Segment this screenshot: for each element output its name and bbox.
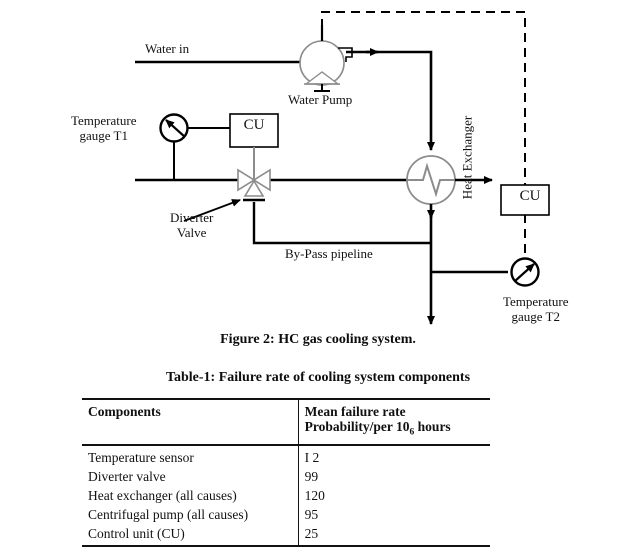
table-cell-rate: 95 (304, 506, 319, 522)
table-cell-rate: I 2 (304, 449, 320, 465)
diagram-canvas (135, 11, 550, 325)
table-cell-component: Diverter valve (82, 466, 299, 486)
control-unit-right-box (500, 184, 550, 216)
label-diverter-valve-line2: Valve (176, 225, 207, 240)
label-temperature-gauge-t1-line1: Temperature (71, 113, 137, 128)
diverter-valve-pointer-arrow (183, 199, 241, 222)
label-heat-exchanger: Heat Exchanger (459, 115, 475, 200)
label-control-unit-left: CU (243, 117, 265, 133)
table-cell-rate: 25 (304, 525, 319, 541)
table-row: Diverter valve 99 (82, 466, 490, 486)
diverter-valve-symbol (237, 166, 271, 202)
label-diverter-valve: Diverter Valve (170, 210, 213, 240)
table-header-rate-line2-suffix: hours (414, 419, 451, 434)
table-cell-component: Centrifugal pump (all causes) (82, 504, 299, 524)
temperature-gauge-t2-symbol (510, 257, 540, 287)
label-water-pump: Water Pump (288, 92, 353, 107)
label-bypass-pipeline: By-Pass pipeline (285, 246, 373, 261)
table-header-rate-line2-prefix: Probability/per 10 (304, 419, 410, 434)
table-header-rate-exponent: 6 (409, 427, 415, 438)
label-temperature-gauge-t1: Temperature gauge T1 (71, 113, 137, 143)
water-pump-symbol (299, 25, 353, 92)
outlet-riser-pipe (427, 204, 508, 325)
table-row: Centrifugal pump (all causes) 95 (82, 504, 490, 524)
table-cell-component: Control unit (CU) (82, 523, 299, 546)
table-row: Temperature sensor I 2 (82, 444, 490, 467)
heat-exchanger-symbol (406, 155, 456, 205)
table-header-row: Components Mean failure rate Probability… (82, 399, 490, 445)
label-diverter-valve-line1: Diverter (170, 210, 214, 225)
figure-caption: Figure 2: HC gas cooling system. (220, 332, 416, 347)
label-control-unit-right: CU (519, 188, 541, 204)
pump-discharge-pipe (346, 48, 435, 151)
bypass-pipeline (252, 202, 431, 245)
table-header-mean-failure-rate: Mean failure rate Probability/per 106 ho… (298, 399, 490, 445)
table-caption: Table-1: Failure rate of cooling system … (165, 370, 471, 385)
table-row: Control unit (CU) 25 (82, 523, 490, 546)
table-header: Components Mean failure rate Probability… (82, 399, 490, 445)
table-cell-rate: 99 (304, 468, 319, 484)
label-temperature-gauge-t2: Temperature gauge T2 (503, 294, 569, 324)
cooling-system-diagram: Water in Water Pump Temperature gauge T1… (71, 11, 569, 325)
table-header-rate-line1: Mean failure rate (304, 404, 406, 419)
table-header-components: Components (82, 399, 299, 445)
table-cell-component: Temperature sensor (82, 444, 299, 467)
label-water-in: Water in (145, 41, 190, 56)
label-temperature-gauge-t2-line2: gauge T2 (511, 309, 561, 324)
failure-rate-table: Components Mean failure rate Probability… (82, 398, 490, 547)
temperature-gauge-t1-symbol (159, 113, 230, 180)
label-temperature-gauge-t2-line1: Temperature (503, 294, 569, 309)
label-temperature-gauge-t1-line2: gauge T1 (79, 128, 129, 143)
table-cell-component: Heat exchanger (all causes) (82, 485, 299, 505)
table-row: Heat exchanger (all causes) 120 (82, 485, 490, 505)
control-unit-left-box (229, 113, 279, 175)
table-cell-rate: 120 (304, 487, 325, 503)
